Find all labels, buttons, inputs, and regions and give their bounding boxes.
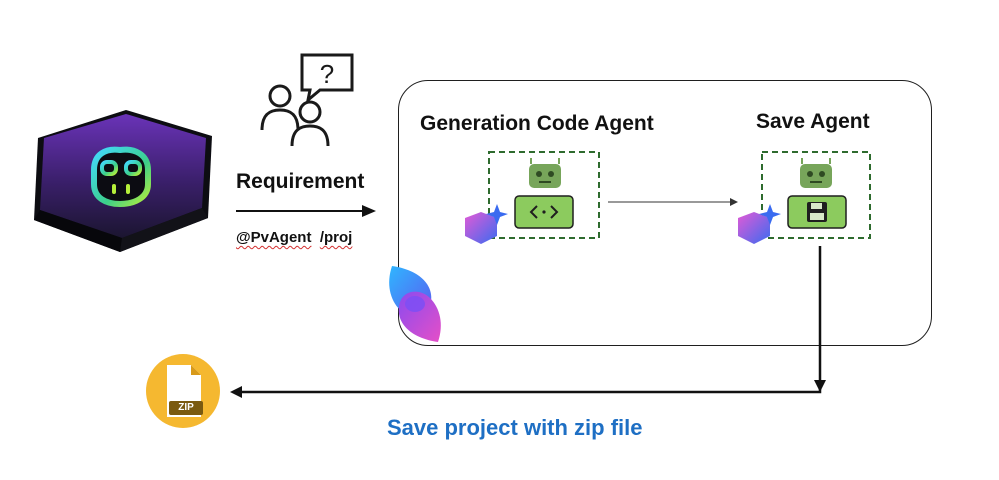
- azure-ai-hexagon-icon: [738, 204, 781, 244]
- floppy-disk-icon: [787, 195, 847, 229]
- app-logo-icon: [34, 110, 212, 252]
- agent-mention: @PvAgent: [236, 229, 312, 246]
- robot-icon: [529, 158, 561, 188]
- generation-agent-group: [465, 151, 600, 244]
- people-question-icon: ?: [260, 53, 354, 147]
- generation-agent-title: Generation Code Agent: [420, 112, 654, 135]
- save-agent-title: Save Agent: [756, 110, 870, 133]
- save-return-arrow: [230, 246, 826, 398]
- requirement-arrow: [236, 205, 376, 217]
- save-caption: Save project with zip file: [387, 415, 643, 440]
- zip-file-icon: [146, 354, 220, 428]
- command-text: @PvAgent /proj: [236, 229, 352, 246]
- code-brackets-icon: [514, 195, 574, 229]
- robot-icon: [800, 158, 832, 188]
- agent-container: [398, 80, 932, 346]
- command-path: /proj: [319, 229, 353, 246]
- zip-label: ZIP: [178, 402, 194, 413]
- agent-connector-arrow: [608, 198, 738, 206]
- svg-text:?: ?: [320, 59, 334, 89]
- save-agent-group: [738, 151, 871, 244]
- semantic-kernel-logo: [389, 266, 441, 342]
- requirement-label: Requirement: [236, 170, 365, 193]
- azure-ai-hexagon-icon: [465, 204, 508, 244]
